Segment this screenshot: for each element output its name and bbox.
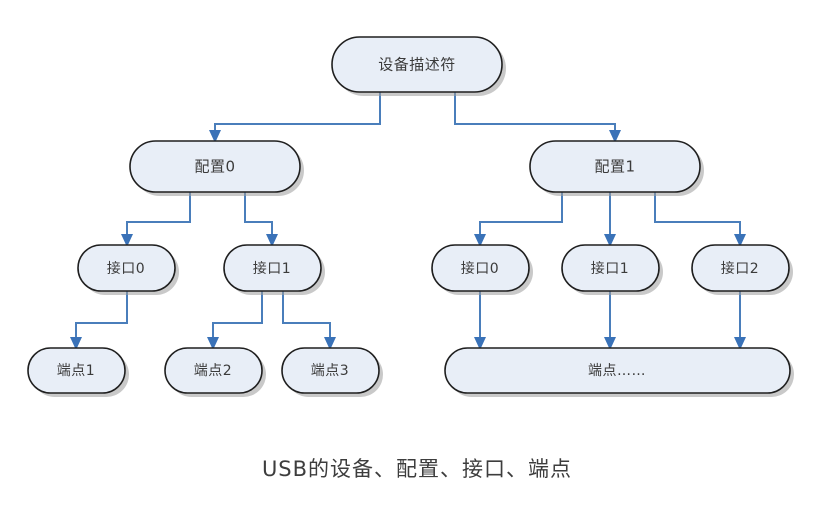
- node-config1-interface-1[interactable]: 接口1: [561, 244, 663, 295]
- node-label-config1-interface-0: 接口0: [461, 260, 499, 277]
- edge-c1if0-to-epmore: [474, 291, 486, 350]
- edge-if1-to-ep3: [282, 291, 336, 350]
- node-body: [77, 244, 176, 292]
- node-config0-interface-1[interactable]: 接口1: [223, 244, 325, 295]
- edge-if1-to-ep2: [207, 291, 263, 350]
- edge-c1if2-to-epmore: [734, 291, 746, 350]
- node-label-device-descriptor: 设备描述符: [378, 56, 456, 74]
- node-label-endpoint-2: 端点2: [194, 363, 232, 379]
- edge-config1-to-if0: [474, 192, 563, 247]
- edge-config1-to-if2: [654, 192, 746, 247]
- edge-config0-to-if0: [121, 192, 191, 247]
- node-endpoint-2[interactable]: 端点2: [164, 347, 266, 397]
- node-config1-interface-2[interactable]: 接口2: [691, 244, 793, 295]
- node-label-endpoint-1: 端点1: [57, 363, 95, 379]
- node-label-config1-interface-2: 接口2: [721, 260, 759, 277]
- node-label-config-1: 配置1: [594, 158, 635, 176]
- node-body: [691, 244, 790, 292]
- node-body: [27, 347, 126, 394]
- edge-if0-to-ep1: [70, 291, 128, 350]
- node-label-config0-interface-1: 接口1: [253, 260, 291, 277]
- node-config1-interface-0[interactable]: 接口0: [431, 244, 533, 295]
- figure-caption: USB的设备、配置、接口、端点: [262, 457, 572, 481]
- node-endpoint-more[interactable]: 端点……: [444, 347, 794, 397]
- node-endpoint-1[interactable]: 端点1: [27, 347, 129, 397]
- node-label-config-0: 配置0: [194, 158, 235, 176]
- node-endpoint-3[interactable]: 端点3: [281, 347, 383, 397]
- node-body: [529, 140, 701, 193]
- edge-config0-to-if1: [244, 192, 278, 247]
- edges-layer: [70, 92, 746, 350]
- edge-c1if1-to-epmore: [604, 291, 616, 350]
- node-body: [223, 244, 322, 292]
- edge-root-to-config1: [454, 92, 621, 143]
- edge-root-to-config0: [209, 92, 381, 143]
- node-body: [164, 347, 263, 394]
- node-config-1[interactable]: 配置1: [529, 140, 704, 196]
- node-body: [331, 36, 503, 93]
- node-body: [561, 244, 660, 292]
- node-label-config1-interface-1: 接口1: [591, 260, 629, 277]
- node-label-endpoint-more: 端点……: [588, 363, 646, 379]
- node-body: [444, 347, 791, 394]
- node-body: [281, 347, 380, 394]
- node-body: [431, 244, 530, 292]
- node-config-0[interactable]: 配置0: [129, 140, 304, 196]
- node-label-config0-interface-0: 接口0: [107, 260, 145, 277]
- edge-config1-to-if1: [604, 192, 616, 247]
- node-config0-interface-0[interactable]: 接口0: [77, 244, 179, 295]
- node-label-endpoint-3: 端点3: [311, 363, 349, 379]
- node-body: [129, 140, 301, 193]
- node-device-descriptor[interactable]: 设备描述符: [331, 36, 506, 96]
